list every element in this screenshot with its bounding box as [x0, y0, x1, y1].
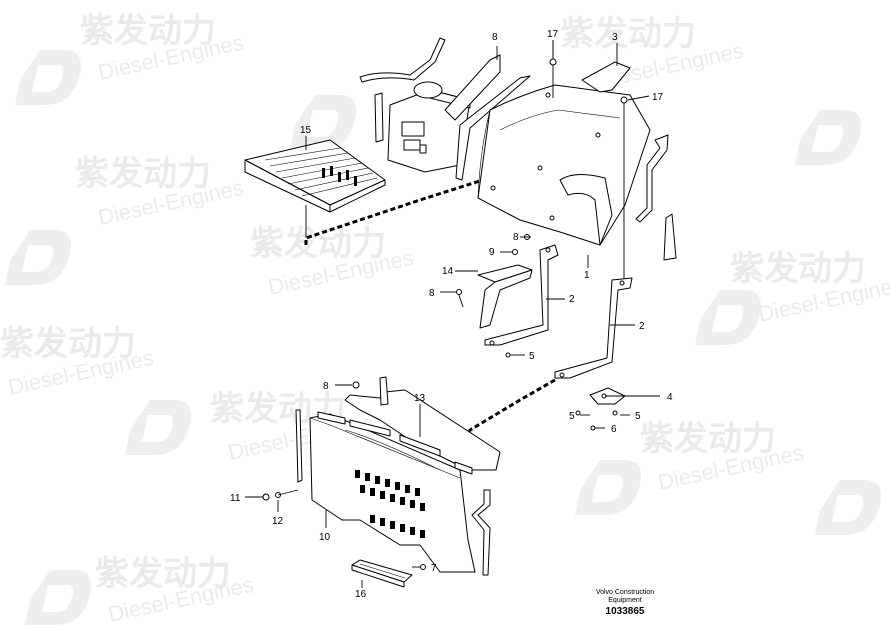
- drawing-footer: Volvo Construction Equipment 1033865: [575, 589, 675, 619]
- watermark-logo-icon: [25, 570, 91, 625]
- callout-5-a: 5: [529, 351, 535, 362]
- callout-labels: 8 17 3 17 15 8 9 1 14 8 2 2 5 8 13 4 5 5…: [230, 29, 673, 600]
- callout-17-top: 17: [547, 29, 559, 40]
- callout-5-c: 5: [635, 411, 641, 422]
- watermark-layer: 紫发动力 Diesel-Engines 紫发动力 Diesel-Engines …: [0, 11, 890, 627]
- watermark-logo-icon: [125, 400, 191, 455]
- watermark-logo-icon: [5, 230, 71, 285]
- callout-2-left: 2: [569, 294, 575, 305]
- callout-15: 15: [300, 125, 312, 136]
- part-1-hood-cover: [477, 84, 651, 246]
- part-15-step-plate: [244, 139, 386, 213]
- watermark-text: 紫发动力: [80, 11, 216, 51]
- brand-line-2: Equipment: [608, 597, 642, 604]
- watermark-text: 紫发动力: [640, 419, 776, 459]
- part-14-bracket: [456, 234, 533, 329]
- small-wedge: [663, 213, 677, 261]
- callout-2-right: 2: [639, 321, 645, 332]
- part-13-frame: [344, 376, 501, 471]
- callout-16: 16: [355, 589, 367, 600]
- callout-13: 13: [414, 393, 426, 404]
- watermark-text: 紫发动力: [0, 324, 136, 364]
- callout-8-mid: 8: [429, 288, 435, 299]
- part-2-support-left: [484, 244, 559, 346]
- callout-1: 1: [584, 270, 590, 281]
- brand-line-1: Volvo Construction: [595, 589, 655, 596]
- part-2-support-right: [554, 277, 633, 379]
- leader-lines: [245, 40, 660, 588]
- watermark-text: 紫发动力: [730, 249, 866, 289]
- watermark-logo-icon: [795, 110, 861, 165]
- callout-8-top: 8: [513, 232, 519, 243]
- watermark-text: 紫发动力: [95, 554, 231, 594]
- part-10-side-panel: [309, 411, 476, 573]
- callout-7: 8: [492, 32, 498, 43]
- watermark-text: 紫发动力: [560, 14, 696, 54]
- fasteners: [262, 58, 628, 570]
- watermark-logo-icon: [290, 95, 356, 150]
- callout-4: 4: [667, 392, 673, 403]
- watermark-logo-icon: [15, 50, 81, 105]
- watermark-text: 紫发动力: [250, 224, 386, 264]
- watermark-logo-icon: [575, 460, 641, 515]
- wavy-rod: [471, 489, 491, 576]
- watermark-logo-icon: [815, 480, 881, 535]
- callout-17-right: 17: [652, 92, 664, 103]
- callout-9: 9: [489, 247, 495, 258]
- callout-14: 14: [442, 266, 454, 277]
- callout-8-low: 8: [323, 381, 329, 392]
- callout-10: 10: [319, 532, 331, 543]
- right-rod: [635, 134, 669, 223]
- drawing-number: 1033865: [605, 606, 645, 617]
- watermark-logo-icon: [695, 290, 761, 345]
- callout-8-bottom: 7: [431, 563, 437, 574]
- vertical-rod: [295, 409, 303, 483]
- callout-6: 6: [611, 424, 617, 435]
- watermark-text: 紫发动力: [75, 154, 211, 194]
- part-3-plate: [581, 61, 631, 93]
- callout-3: 3: [612, 32, 618, 43]
- part-16-bar: [351, 559, 413, 588]
- callout-5-b: 5: [569, 411, 575, 422]
- part-7-panel-cluster: [359, 37, 531, 181]
- callout-12: 12: [272, 516, 284, 527]
- callout-11: 11: [230, 493, 241, 504]
- dashed-connector: [464, 378, 556, 441]
